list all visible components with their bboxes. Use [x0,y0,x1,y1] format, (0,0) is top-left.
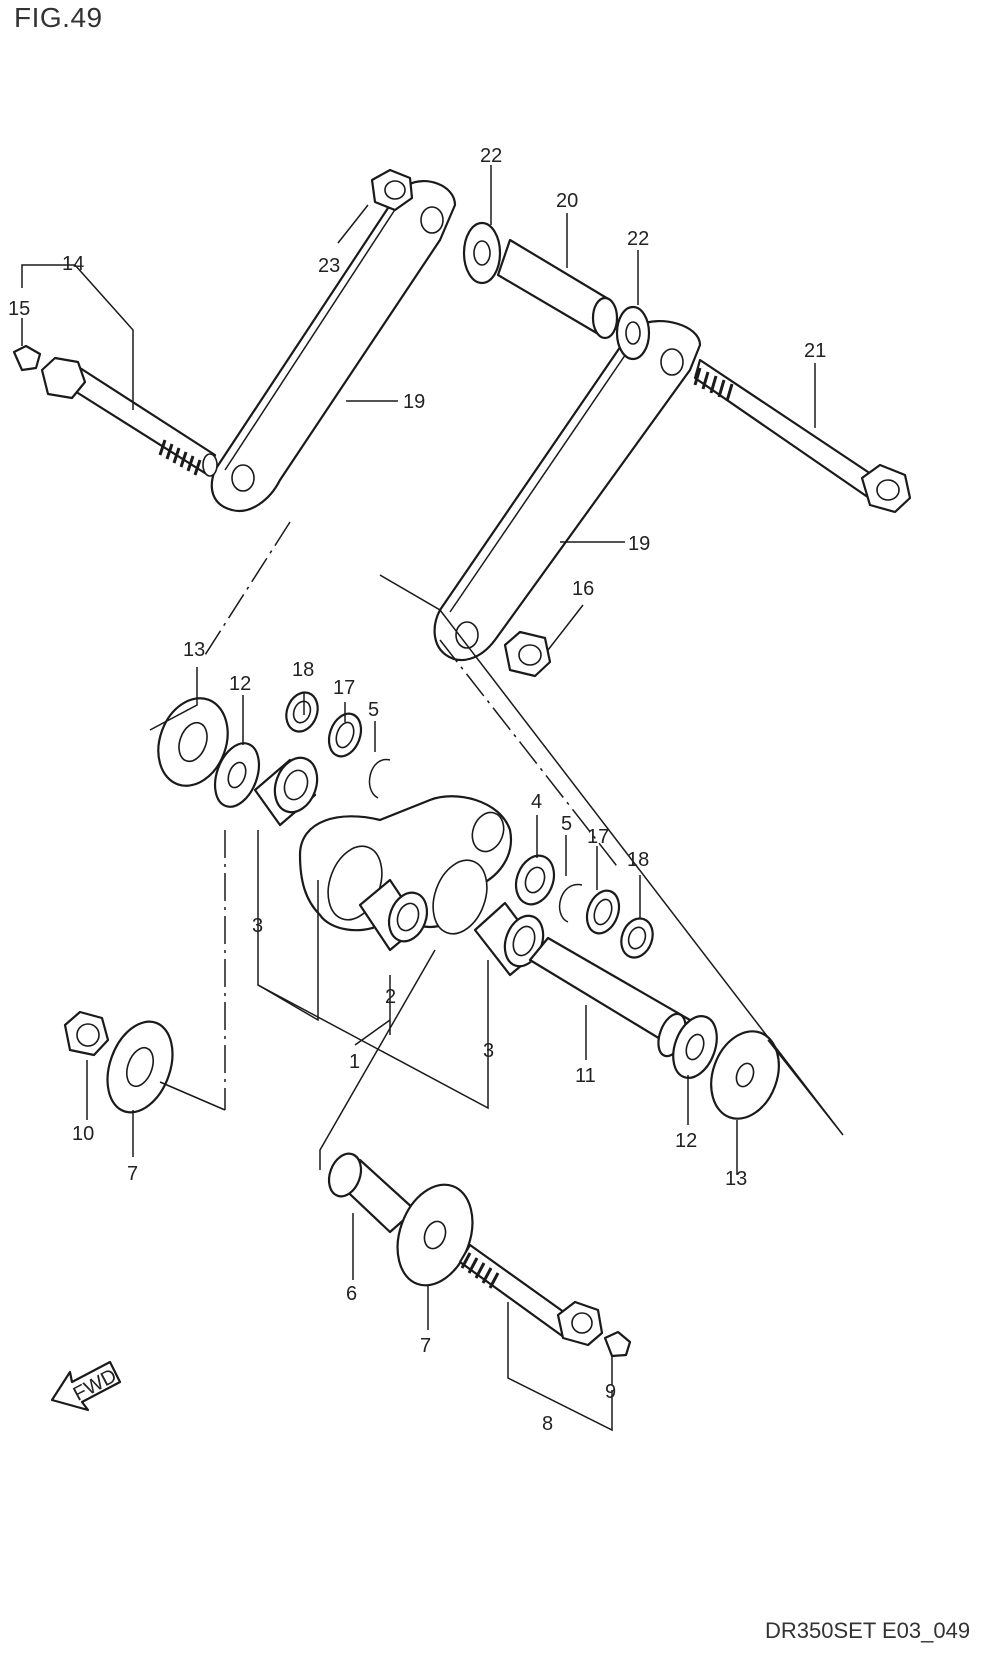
callout-10: 10 [72,1123,94,1145]
nut-10 [63,1010,110,1057]
callout-8: 8 [542,1413,553,1435]
cap-7-left [106,1020,174,1114]
callout-16: 16 [572,578,594,600]
bolt-21 [693,358,912,514]
bolt-14 [40,356,218,477]
spacer-20 [496,238,619,340]
nut-16 [503,630,552,678]
callout-7-left: 7 [127,1163,138,1185]
bolt-8 [458,1243,604,1347]
cap-7-lower [396,1183,474,1287]
callout-21: 21 [804,340,826,362]
callout-3-left: 3 [252,915,263,937]
bushing-3-right [473,901,545,977]
fwd-arrow-icon: FWD [50,1360,122,1412]
bearing-18-right [620,917,654,959]
bushing-3-left [253,756,319,827]
bearing-4 [514,854,556,906]
callout-7-lower: 7 [420,1335,431,1357]
nut-23 [370,168,414,212]
figure-title: FIG.49 [14,2,103,33]
diagram-code: DR350SET E03_049 [765,1618,971,1643]
callout-3-right: 3 [483,1040,494,1062]
washer-22-lower [615,305,651,361]
callout-23: 23 [318,255,340,277]
callout-1: 1 [349,1051,360,1073]
link-rod-right [433,320,702,662]
callout-5-upper: 5 [368,699,379,721]
callout-20: 20 [556,190,578,212]
grease-nipple-9 [603,1330,632,1358]
bearing-18-upper [285,691,319,733]
callout-2: 2 [385,986,396,1008]
cushion-lever-1 [298,795,513,935]
callout-5-right: 5 [561,813,572,835]
callout-6: 6 [346,1283,357,1305]
clip-5-upper [368,758,391,799]
shaft-11 [528,936,692,1058]
callout-18-upper: 18 [292,659,314,681]
callout-9: 9 [605,1381,616,1403]
callout-14: 14 [62,253,84,275]
washer-12-left [213,742,261,808]
spacer-6 [327,1152,417,1234]
washer-22-upper [462,221,502,285]
callout-17-upper: 17 [333,677,355,699]
clip-5-right [558,883,583,923]
leader-lines [21,165,844,1432]
seal-17-right [585,889,621,935]
seal-17-upper [327,712,363,758]
seal-13-right [710,1030,780,1120]
grease-nipple-15 [12,344,42,372]
seal-13-left [157,697,229,787]
callout-15: 15 [8,298,30,320]
callout-18-right: 18 [627,849,649,871]
callout-13-right: 13 [725,1168,747,1190]
callout-11: 11 [575,1065,596,1087]
callout-12-left: 12 [229,673,251,695]
link-rod-left [210,180,457,513]
callout-12-right: 12 [675,1130,697,1152]
callout-22-upper: 22 [480,145,502,167]
callout-19-lower: 19 [628,533,650,555]
callout-4: 4 [531,791,542,813]
bushing-2 [358,878,429,952]
callout-19-upper: 19 [403,391,425,413]
callout-13-left: 13 [183,639,205,661]
washer-12-right [672,1015,718,1079]
callout-labels: 1 2 3 3 4 5 5 6 7 7 8 9 10 11 12 12 13 1… [8,145,826,1435]
callout-17-right: 17 [587,826,609,848]
callout-22-lower: 22 [627,228,649,250]
